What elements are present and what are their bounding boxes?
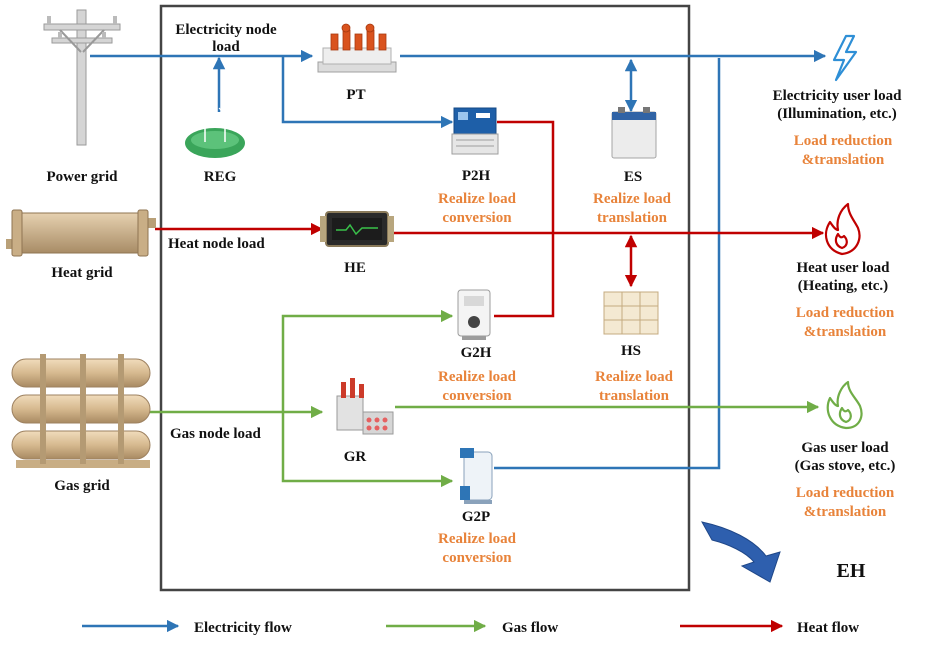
flame-gas-icon	[826, 380, 863, 430]
g2h-annotation-2: conversion	[442, 388, 512, 404]
flow-p2h-to-heat-bus	[497, 120, 555, 233]
device-hs-label: HS	[621, 343, 641, 359]
gas-tanks-icon	[11, 354, 151, 468]
device-es-label: ES	[624, 169, 642, 185]
device-he-label: HE	[344, 260, 366, 276]
hub-label: EH	[837, 560, 866, 582]
flow-g2p-to-user	[494, 58, 721, 470]
heat-user-label-2: (Heating, etc.)	[798, 278, 888, 294]
p2h-annotation-2: conversion	[442, 210, 512, 226]
gas-turbine-icon	[460, 448, 493, 504]
gas-user-note-1: Load reduction	[796, 485, 895, 501]
gas-node-label: Gas node load	[170, 426, 262, 442]
flow-node-to-g2p	[281, 412, 454, 488]
flow-node-to-g2h	[281, 309, 454, 412]
flow-g2h-to-heat-bus	[494, 233, 555, 318]
heat-user-note-2: &translation	[804, 324, 887, 340]
gas-user-note-2: &translation	[804, 504, 887, 520]
heat-exchanger-icon	[320, 211, 394, 247]
heat-user-note-1: Load reduction	[796, 305, 895, 321]
es-annotation-1: Realize load	[593, 191, 672, 207]
legend-gas-label: Gas flow	[502, 620, 558, 636]
electricity-node-label-1: Electricity node	[175, 22, 277, 38]
electricity-user-note-1: Load reduction	[794, 133, 893, 149]
transformer-icon	[317, 23, 397, 73]
electricity-user-label-2: (Illumination, etc.)	[777, 106, 897, 122]
device-pt-label: PT	[346, 87, 365, 103]
gas-flows	[148, 309, 820, 488]
device-g2p-label: G2P	[462, 509, 490, 525]
heat-grid-label: Heat grid	[51, 265, 113, 281]
flow-node-to-p2h	[281, 56, 454, 129]
p2h-annotation-1: Realize load	[438, 191, 517, 207]
heat-pipe-icon	[6, 209, 156, 257]
hub-arrow-icon	[701, 521, 781, 583]
device-reg-label: REG	[204, 169, 237, 185]
gas-plant-icon	[336, 378, 394, 435]
gas-user-label-1: Gas user load	[801, 440, 889, 456]
lightning-icon	[832, 34, 858, 82]
gas-boiler-icon	[457, 289, 491, 340]
electricity-user-note-2: &translation	[802, 152, 885, 168]
power-pole-icon	[43, 9, 121, 146]
gas-user-label-2: (Gas stove, etc.)	[795, 458, 896, 474]
battery-icon	[611, 107, 657, 159]
hs-annotation-2: translation	[599, 388, 670, 404]
device-p2h-label: P2H	[462, 168, 491, 184]
heat-flows	[155, 120, 825, 318]
power-to-heat-icon	[451, 107, 499, 155]
gas-grid-label: Gas grid	[54, 478, 110, 494]
device-gr-label: GR	[344, 449, 367, 465]
electricity-flows	[90, 49, 827, 470]
g2h-annotation-1: Realize load	[438, 369, 517, 385]
legend: Electricity flow Gas flow Heat flow	[82, 619, 859, 636]
hs-annotation-1: Realize load	[595, 369, 674, 385]
wind-turbine-icon	[185, 107, 245, 158]
heat-storage-icon	[603, 291, 659, 335]
legend-heat-label: Heat flow	[797, 620, 859, 636]
device-g2h-label: G2H	[461, 345, 492, 361]
heat-node-label: Heat node load	[168, 236, 265, 252]
g2p-annotation-2: conversion	[442, 550, 512, 566]
es-annotation-2: translation	[597, 210, 668, 226]
flame-heat-icon	[824, 202, 861, 256]
electricity-user-label-1: Electricity user load	[773, 88, 903, 104]
g2p-annotation-1: Realize load	[438, 531, 517, 547]
energy-hub-box	[159, 4, 691, 592]
heat-user-label-1: Heat user load	[796, 260, 890, 276]
legend-electricity-label: Electricity flow	[194, 620, 292, 636]
power-grid-label: Power grid	[47, 169, 119, 185]
electricity-node-label-2: load	[212, 39, 240, 55]
